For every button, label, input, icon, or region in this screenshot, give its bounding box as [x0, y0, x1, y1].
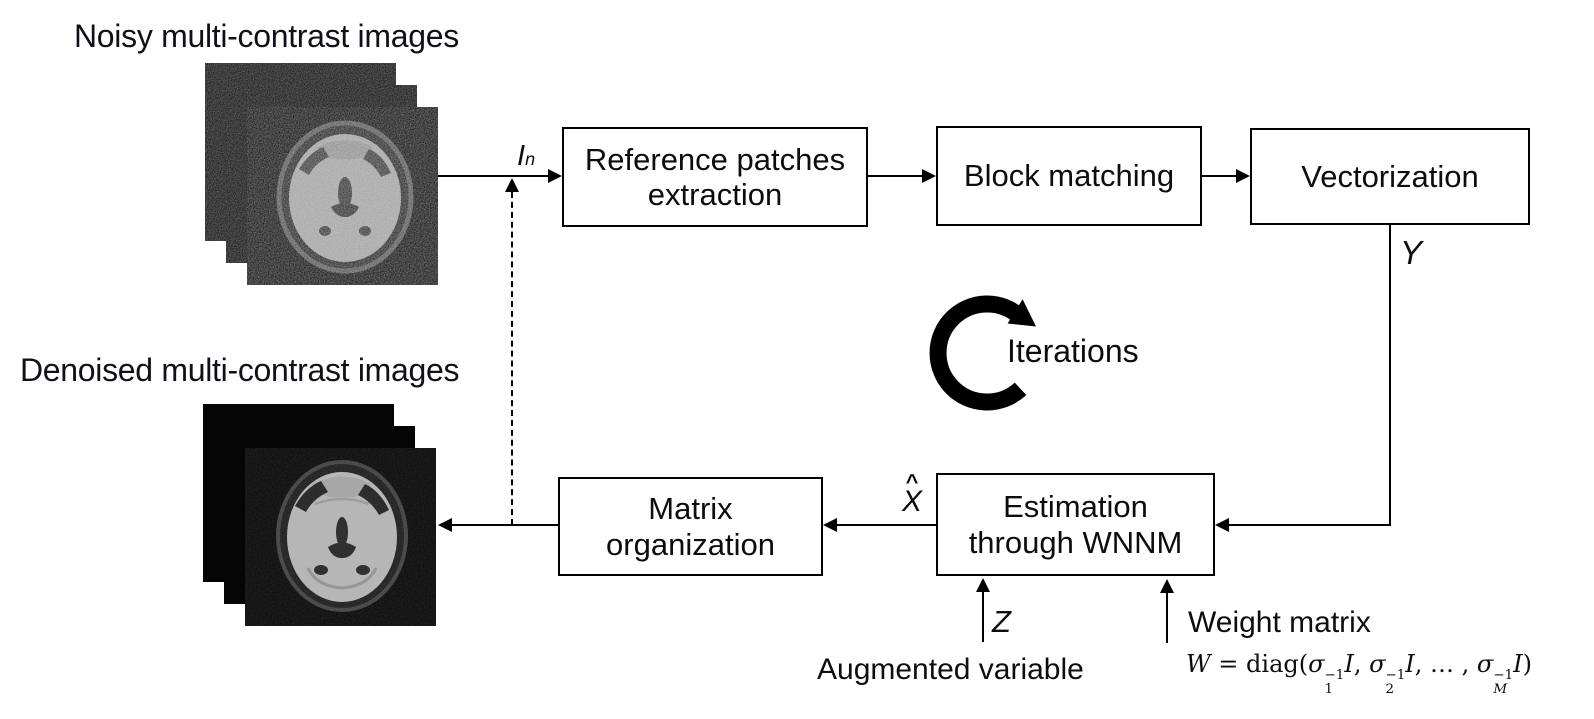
y-arrowhead-icon	[1215, 518, 1229, 532]
formula-dots: … ,	[1430, 650, 1477, 678]
y-vertical-line	[1389, 225, 1391, 526]
xhat-base: X	[902, 484, 923, 518]
vectorization-box: Vectorization	[1250, 128, 1530, 225]
formula-sub-1: 1	[1324, 681, 1334, 697]
output-arrowhead-icon	[438, 518, 452, 532]
formula-sub-2: 2	[1385, 681, 1395, 697]
formula-sigma-m: σ	[1476, 650, 1494, 678]
estimation-wnnm-box: Estimation through WNNM	[936, 473, 1215, 576]
augmented-variable-label: Augmented variable	[817, 653, 1084, 686]
input-symbol-subscript: n	[525, 149, 536, 169]
circular-arrow-icon	[925, 291, 1049, 417]
estimation-wnnm-label-line1: Estimation	[1003, 489, 1148, 525]
formula-close: )	[1522, 650, 1532, 678]
xhat-symbol-label: ^ X	[902, 471, 923, 518]
input-symbol-label: In	[517, 140, 535, 173]
block-matching-label: Block matching	[963, 158, 1175, 194]
y-symbol-label: Y	[1400, 234, 1423, 271]
reference-to-block-arrowhead-icon	[922, 169, 936, 183]
input-arrow-line	[438, 175, 550, 177]
weight-arrow-line	[1166, 592, 1168, 643]
estimation-wnnm-label-line2: through WNNM	[968, 524, 1183, 560]
vectorization-label: Vectorization	[1301, 158, 1479, 194]
formula-identity-1: I	[1344, 650, 1354, 678]
formula-sup-m: −1	[1493, 667, 1514, 683]
iterations-label: Iterations	[1007, 333, 1139, 369]
formula-sigma-1: σ	[1308, 650, 1325, 678]
block-matching-box: Block matching	[936, 126, 1202, 226]
formula-sub-m: M	[1493, 681, 1508, 697]
formula-comma-2: ,	[1414, 650, 1431, 678]
denoised-images-title: Denoised multi-contrast images	[20, 352, 460, 388]
formula-sup-1: −1	[1324, 667, 1345, 683]
feedback-dashed-line	[511, 192, 513, 525]
block-to-vectorization-arrowhead-icon	[1236, 169, 1250, 183]
y-horizontal-line	[1229, 524, 1391, 526]
matrix-organization-label-line2: organization	[606, 526, 775, 562]
z-arrowhead-icon	[976, 578, 990, 592]
z-arrow-line	[982, 591, 984, 642]
formula-identity-2: I	[1405, 650, 1415, 678]
input-symbol-base: I	[517, 140, 526, 172]
output-arrow-line	[452, 524, 558, 526]
input-arrowhead-icon	[548, 169, 562, 183]
xhat-arrow-line	[837, 524, 936, 526]
formula-identity-3: I	[1513, 650, 1523, 678]
z-symbol-label: Z	[992, 604, 1011, 639]
block-to-vectorization-line	[1202, 175, 1237, 177]
formula-eq: = diag(	[1210, 650, 1309, 678]
formula-w: W	[1186, 650, 1211, 678]
feedback-arrowhead-icon	[505, 178, 519, 192]
matrix-organization-box: Matrix organization	[558, 477, 823, 576]
matrix-organization-label-line1: Matrix	[648, 491, 733, 527]
weight-matrix-label: Weight matrix	[1188, 606, 1371, 639]
formula-comma-1: ,	[1353, 650, 1370, 678]
xhat-arrowhead-icon	[823, 518, 837, 532]
reference-patches-extraction-box: Reference patches extraction	[562, 127, 868, 227]
weight-arrowhead-icon	[1160, 579, 1174, 593]
reference-to-block-line	[868, 175, 923, 177]
formula-sigma-2: σ	[1369, 650, 1386, 678]
formula-sup-2: −1	[1385, 667, 1406, 683]
noisy-images-title: Noisy multi-contrast images	[74, 18, 459, 54]
denoised-mri-front-image	[245, 448, 436, 626]
reference-patches-extraction-label-line1: Reference patches	[584, 141, 846, 177]
noisy-mri-front-image	[247, 107, 438, 285]
reference-patches-extraction-label-line2: extraction	[647, 177, 783, 212]
